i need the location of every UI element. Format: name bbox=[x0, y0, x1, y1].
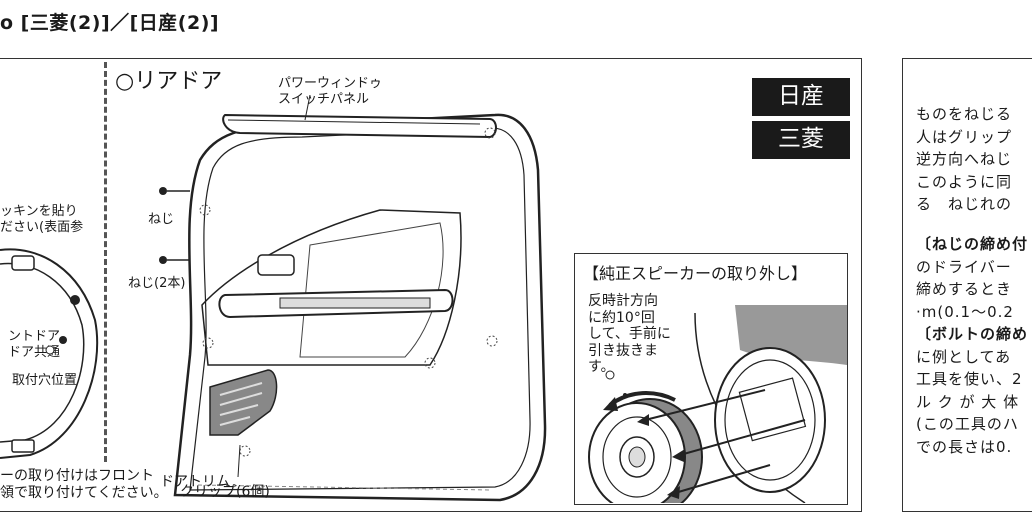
page-title: o [三菱(2)]／[日産(2)] bbox=[0, 12, 220, 34]
rear-door-label: ○リアドア bbox=[115, 69, 223, 94]
notes-block-3: 〔ボルトの締め に例としてあ 工具を使い、2 ル ク が 大 体 (この工具のハ… bbox=[916, 325, 1029, 456]
speaker-bracket-illustration bbox=[0, 248, 99, 459]
main-panel bbox=[0, 58, 862, 512]
mount-hole-label: 取付穴位置 bbox=[12, 373, 78, 388]
packing-note-2: ださい(表面参 bbox=[0, 220, 84, 235]
power-window-label-2: スイッチパネル bbox=[278, 92, 370, 107]
packing-note-1: ッキンを貼り bbox=[0, 204, 78, 219]
power-window-label-1: パワーウィンドゥ bbox=[278, 76, 383, 91]
bottom-note-1: ーの取り付けはフロント bbox=[0, 468, 154, 484]
rear-door-illustration bbox=[159, 95, 547, 502]
notes-block-2: 〔ねじの締め付 のドライバー 締めするとき ·m(0.1〜0.2 bbox=[916, 235, 1029, 321]
notes-block-1: ものをねじる 人はグリップ 逆方向へねじ このように同 る ねじれの bbox=[916, 105, 1013, 213]
screw-2-label: ねじ(2本) bbox=[128, 276, 186, 291]
section-divider bbox=[104, 62, 107, 462]
bottom-note-2: 領で取り付けてください。 bbox=[0, 485, 168, 501]
mitsubishi-badge: 三菱 bbox=[752, 121, 850, 159]
door-trim-label: ドアトリム bbox=[160, 474, 230, 490]
notes-panel bbox=[902, 58, 1032, 512]
speaker-removal-illustration bbox=[588, 305, 847, 503]
front-door-common-1: ントドア bbox=[8, 329, 61, 344]
screw-label: ねじ bbox=[148, 212, 175, 227]
speaker-removal-instructions: 反時計方向 に約10°回 して、手前に 引き抜きま す。 bbox=[588, 293, 671, 375]
nissan-badge: 日産 bbox=[752, 78, 850, 116]
speaker-removal-title: 【純正スピーカーの取り外し】 bbox=[583, 264, 808, 283]
clip-label: クリップ(6個) bbox=[180, 484, 270, 500]
